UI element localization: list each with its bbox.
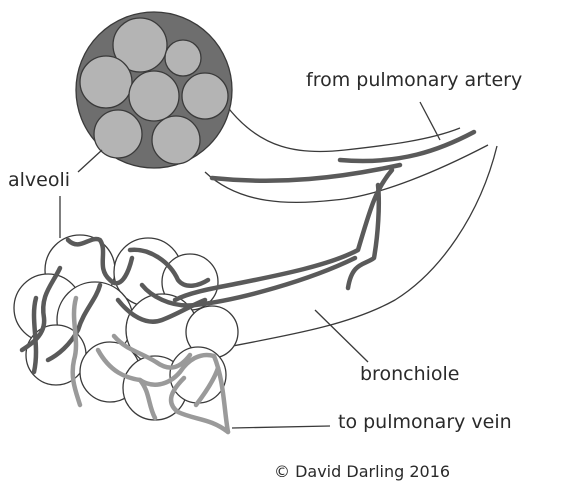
capillary (34, 298, 36, 372)
leader-artery (420, 102, 440, 140)
alveolus (152, 116, 200, 164)
artery-label: from pulmonary artery (306, 69, 522, 91)
alveolus (182, 73, 228, 119)
artery-trunk (340, 132, 474, 161)
bronchiole-label: bronchiole (360, 363, 459, 385)
copyright-credit: © David Darling 2016 (274, 462, 450, 481)
alveolus (129, 71, 179, 121)
alveolus (165, 40, 201, 76)
artery-branch-upper (212, 165, 400, 181)
leader-alveoli-upper (78, 150, 102, 172)
alveolus (80, 56, 132, 108)
upper-alveolar-sac (76, 12, 232, 168)
leader-bronchiole (315, 310, 368, 362)
vein-label: to pulmonary vein (338, 411, 512, 433)
leader-vein (232, 426, 330, 428)
alveoli-label: alveoli (8, 169, 70, 191)
